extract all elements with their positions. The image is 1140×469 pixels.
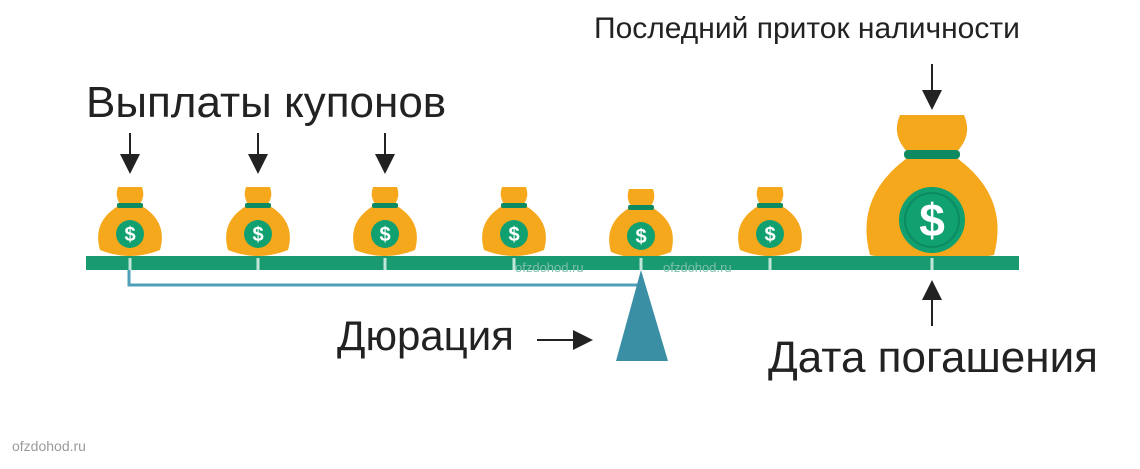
svg-text:$: $: [919, 194, 945, 246]
fulcrum-triangle: [616, 270, 668, 361]
coupon-arrows: [120, 133, 395, 174]
duration-bracket: [127, 270, 640, 287]
coupon-bag-3: $: [353, 187, 417, 256]
money-bag-icon: $: [98, 187, 162, 256]
coupon-bag-4: $: [482, 187, 546, 256]
footer-watermark: ofzdohod.ru: [12, 438, 86, 454]
maturity-date-label: Дата погашения: [768, 333, 1098, 382]
svg-text:$: $: [508, 224, 519, 246]
svg-text:$: $: [635, 226, 646, 248]
dollar-sign-icon: [756, 220, 784, 248]
dollar-sign-icon: [627, 222, 655, 250]
svg-text:$: $: [764, 224, 775, 246]
duration-label: Дюрация: [337, 312, 514, 359]
svg-text:$: $: [379, 224, 390, 246]
last-cash-inflow-label: Последний приток наличности: [594, 12, 1020, 45]
svg-text:$: $: [124, 224, 135, 246]
money-bag-icon: $: [866, 115, 998, 262]
final-payment-bag: $: [866, 115, 998, 262]
beam-watermark-1: ofzdohod.ru: [515, 260, 584, 275]
dollar-sign-icon: [500, 220, 528, 248]
coupon-payments-label: Выплаты купонов: [86, 78, 447, 127]
coupon-bag-1: $: [98, 187, 162, 256]
timeline-beam: [86, 256, 1019, 270]
coupon-bag-5: $: [609, 189, 673, 258]
dollar-sign-icon: [899, 187, 965, 253]
dollar-sign-icon: [244, 220, 272, 248]
coupon-bag-6: $: [738, 187, 802, 256]
dollar-sign-icon: [371, 220, 399, 248]
beam-ticks: [128, 258, 934, 270]
beam-watermark-2: ofzdohod.ru: [663, 260, 732, 275]
dollar-sign-icon: [116, 220, 144, 248]
coupon-bag-2: $: [226, 187, 290, 256]
svg-text:$: $: [252, 224, 263, 246]
